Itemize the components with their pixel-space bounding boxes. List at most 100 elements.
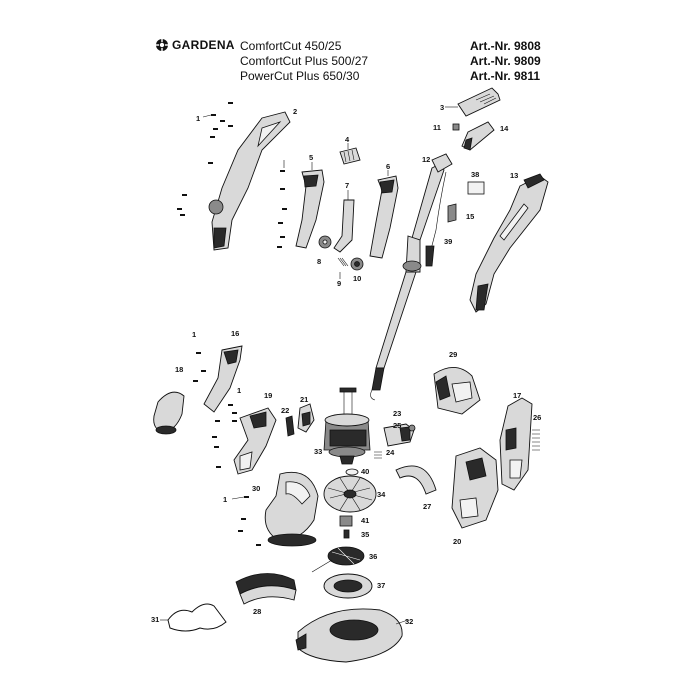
part-4 <box>339 143 361 165</box>
part-41 <box>339 515 353 527</box>
part-label: 34 <box>377 490 386 499</box>
part-14 <box>461 121 495 151</box>
part-19 <box>233 407 277 475</box>
part-label: 9 <box>337 279 341 288</box>
part-label: 16 <box>231 329 239 338</box>
part-label: 1 <box>223 495 227 504</box>
gardena-logo-icon <box>156 39 168 51</box>
screw-group-1a <box>177 102 233 216</box>
brand-header: GARDENA <box>155 38 235 52</box>
part-30 <box>264 471 319 547</box>
part-label: 25 <box>393 421 401 430</box>
brand-name: GARDENA <box>172 38 235 52</box>
article-number: Art.-Nr. 9809 <box>470 54 541 68</box>
part-label: 3 <box>440 103 444 112</box>
part-grip-cover-3 <box>445 87 501 117</box>
article-number: Art.-Nr. 9808 <box>470 39 541 53</box>
part-label: 40 <box>361 467 369 476</box>
part-22 <box>285 415 295 437</box>
part-23 <box>383 423 415 447</box>
part-label: 4 <box>345 135 350 144</box>
part-5 <box>295 162 325 249</box>
part-label: 1 <box>192 330 196 339</box>
part-11 <box>452 123 460 131</box>
part-label: 23 <box>393 409 401 418</box>
part-wire-31 <box>160 603 227 632</box>
part-6 <box>369 170 399 259</box>
part-guard-32 <box>295 608 409 663</box>
part-label: 31 <box>151 615 159 624</box>
article-number: Art.-Nr. 9811 <box>470 69 541 83</box>
part-shaft-12 <box>370 153 453 401</box>
part-9-spring <box>337 257 349 279</box>
part-label: 41 <box>361 516 369 525</box>
part-handle-2 <box>208 111 291 251</box>
part-spool-36 <box>311 546 365 573</box>
part-17 <box>499 397 533 491</box>
part-29 <box>433 367 481 415</box>
part-label-38 <box>467 181 485 195</box>
model-name: ComfortCut 450/25 <box>240 39 342 53</box>
screw-group-1c <box>193 352 237 468</box>
part-label: 1 <box>237 386 241 395</box>
part-label: 38 <box>471 170 479 179</box>
part-25 <box>408 424 416 432</box>
part-24-spring <box>374 451 382 459</box>
part-35 <box>343 529 350 539</box>
part-label: 32 <box>405 617 413 626</box>
part-label: 17 <box>513 391 521 400</box>
part-cable-39 <box>425 171 447 267</box>
part-7 <box>333 190 355 253</box>
model-name: ComfortCut Plus 500/27 <box>240 54 369 68</box>
part-label: 5 <box>309 153 313 162</box>
part-label: 22 <box>281 406 289 415</box>
part-21 <box>297 403 315 433</box>
part-fan-34 <box>323 475 377 513</box>
part-label: 14 <box>500 124 509 133</box>
part-8 <box>318 235 332 249</box>
part-cover-37 <box>323 573 373 599</box>
part-label: 18 <box>175 365 183 374</box>
screw-group-1d <box>231 496 261 546</box>
model-list: ComfortCut 450/25 ComfortCut Plus 500/27… <box>240 39 368 84</box>
part-label: 6 <box>386 162 390 171</box>
part-label: 7 <box>345 181 349 190</box>
part-label: 1 <box>196 114 200 123</box>
screw-group-1b <box>277 160 287 248</box>
part-15 <box>447 203 457 223</box>
part-label: 13 <box>510 171 518 180</box>
part-label: 29 <box>449 350 457 359</box>
part-label: 15 <box>466 212 474 221</box>
part-motor-33 <box>323 387 371 465</box>
model-name: PowerCut Plus 650/30 <box>240 69 360 83</box>
part-label: 12 <box>422 155 430 164</box>
part-label: 30 <box>252 484 260 493</box>
part-27 <box>395 465 437 495</box>
part-40 <box>345 468 359 476</box>
part-16 <box>203 345 243 413</box>
part-label: 26 <box>533 413 541 422</box>
part-label: 39 <box>444 237 452 246</box>
part-label: 36 <box>369 552 377 561</box>
part-housing-13 <box>469 173 549 313</box>
part-18 <box>153 391 185 435</box>
part-28 <box>235 573 297 605</box>
part-label: 35 <box>361 530 369 539</box>
part-label: 10 <box>353 274 361 283</box>
part-label: 24 <box>386 448 395 457</box>
part-label: 28 <box>253 607 261 616</box>
part-26-spring <box>532 429 540 451</box>
part-labels: 1 2 3 4 5 6 7 8 9 10 11 12 13 14 15 1 16… <box>151 103 541 626</box>
part-label: 19 <box>264 391 272 400</box>
part-label: 21 <box>300 395 308 404</box>
part-20 <box>451 447 499 529</box>
part-label: 20 <box>453 537 461 546</box>
part-label: 37 <box>377 581 385 590</box>
article-number-list: Art.-Nr. 9808 Art.-Nr. 9809 Art.-Nr. 981… <box>470 39 541 84</box>
part-label: 33 <box>314 447 322 456</box>
part-label: 2 <box>293 107 297 116</box>
part-label: 8 <box>317 257 321 266</box>
part-10 <box>350 257 364 271</box>
part-label: 27 <box>423 502 431 511</box>
